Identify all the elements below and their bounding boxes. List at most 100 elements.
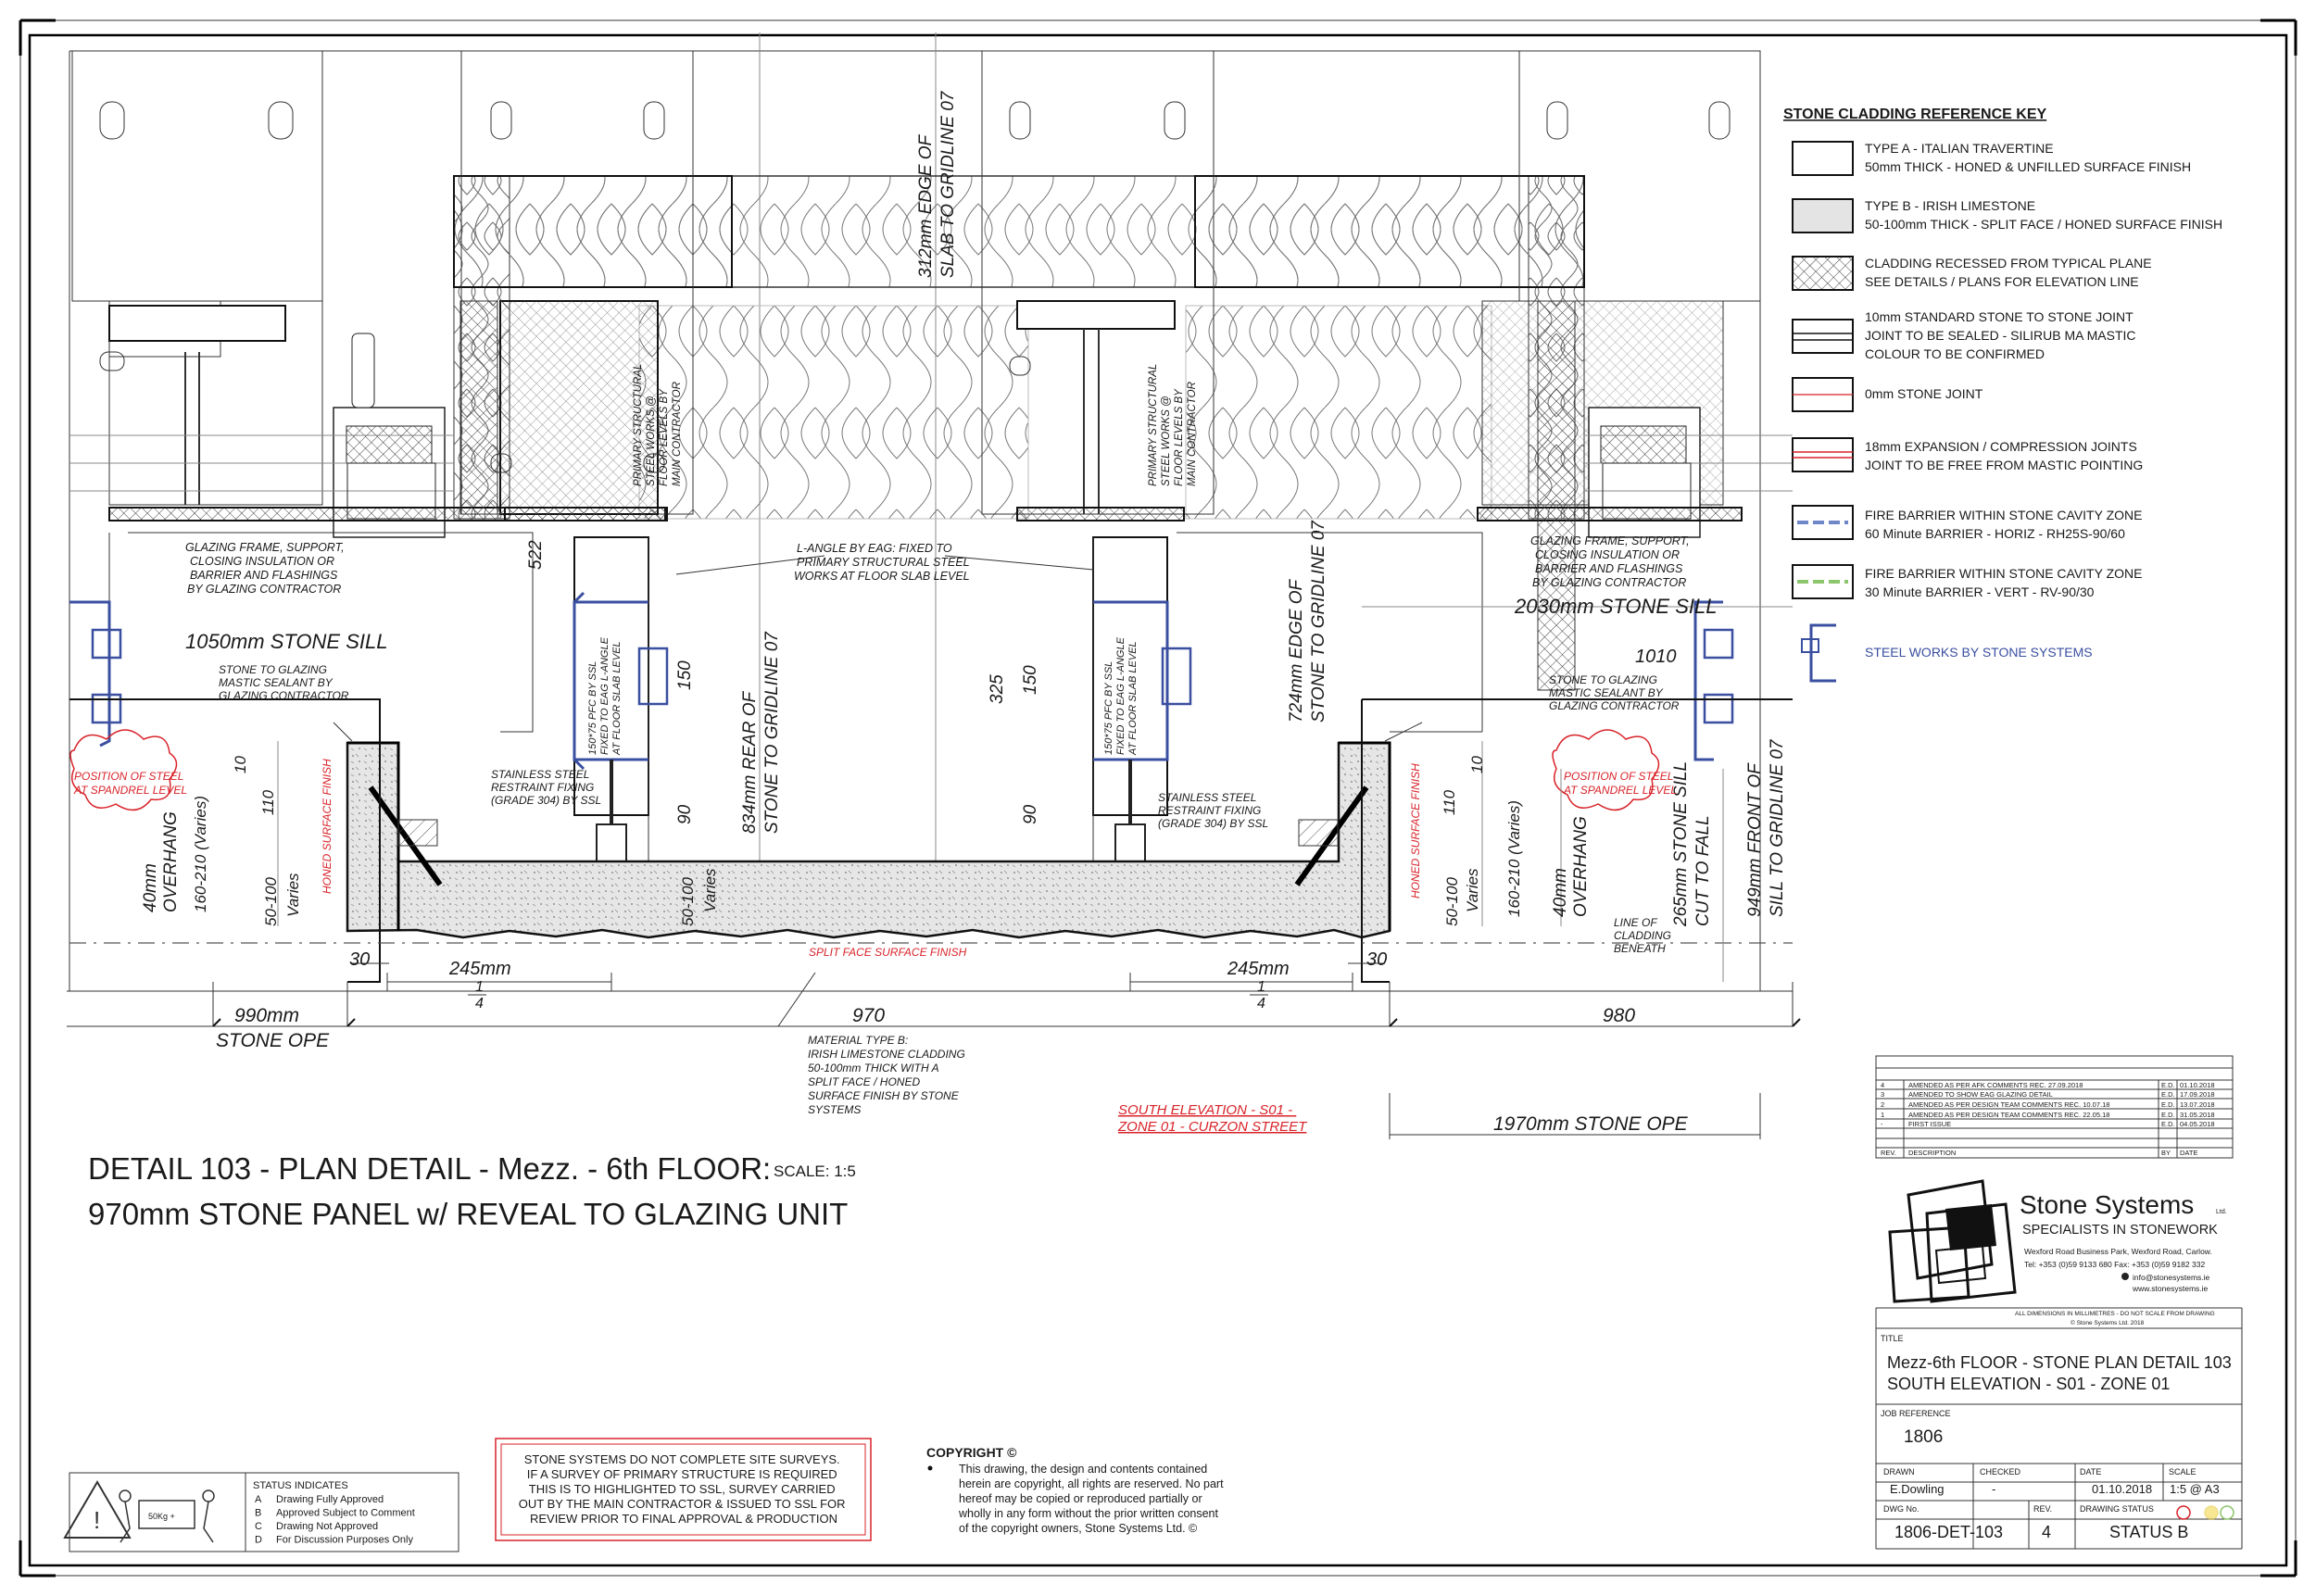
note-pfc-right: 150*75 PFC BY SSL FIXED TO EAG L-ANGLE A… [1103,635,1139,756]
quarter-right-num: 1 [1257,979,1265,995]
dim-834-line1: 834mm REAR OF [740,691,760,834]
dim-overhang-left-1: 40mm [141,863,160,912]
legend-item-4: 10mm STANDARD STONE TO STONE JOINT JOINT… [1865,309,2139,361]
revision-rev-2: 3 [1881,1090,1884,1099]
title-block: TITLE Mezz-6th FLOOR - STONE PLAN DETAIL… [1875,1307,2243,1550]
dim-overhang-left-2: OVERHANG [161,811,181,912]
primary-steel-middle-right [981,50,1215,515]
dim-110-left: 110 [259,789,277,815]
legend-item-7: FIRE BARRIER WITHIN STONE CAVITY ZONE 60… [1865,508,2146,541]
company-web: www.stonesystems.ie [2132,1284,2209,1293]
legend-item-1: TYPE A - ITALIAN TRAVERTINE 50mm THICK -… [1865,141,2191,174]
note-honed-left: HONED SURFACE FINISH [321,759,334,894]
note-south-elevation: SOUTH ELEVATION - S01 - ZONE 01 - CURZON… [1117,1102,1308,1135]
note-restraint-left: STAINLESS STEEL RESTRAINT FIXING (GRADE … [491,768,601,807]
job-reference: 1806 [1904,1427,1943,1447]
dim-90-left: 90 [675,804,695,824]
note-position-steel-left: POSITION OF STEEL AT SPANDREL LEVEL [73,770,187,797]
status-desc-a: Drawing Fully Approved [276,1494,384,1505]
copyright-text: This drawing, the design and contents co… [958,1463,1227,1535]
dwg-number: 1806-DET-103 [1894,1523,2003,1541]
dim-949-line2: SILL TO GRIDLINE 07 [1768,738,1787,917]
survey-notice: STONE SYSTEMS DO NOT COMPLETE SITE SURVE… [495,1438,872,1541]
rev-header-date: DATE [2180,1149,2197,1157]
revision-desc-2: AMENDED TO SHOW EAG GLAZING DETAIL [1908,1090,2053,1099]
status-value: STATUS B [2109,1523,2188,1541]
detail-title: DETAIL 103 - PLAN DETAIL - Mezz. - 6th F… [88,1151,856,1231]
dim-2030-sill: 2030mm STONE SILL [1514,595,1717,618]
company-name: Stone Systems [2020,1190,2194,1219]
revision-desc-5: FIRST ISSUE [1908,1120,1951,1128]
dim-265-line1: 265mm STONE SILL [1671,761,1691,927]
note-line-cladding: LINE OF CLADDING BENEATH [1614,916,1674,955]
svg-text:!: ! [94,1506,100,1534]
title-line2: SOUTH ELEVATION - S01 - ZONE 01 [1887,1375,2170,1393]
status-desc-c: Drawing Not Approved [276,1521,378,1532]
company-email: info@stonesystems.ie [2133,1273,2210,1282]
status-desc-b: Approved Subject to Comment [276,1508,415,1519]
position-steel-cloud-left [69,729,178,811]
primary-steel-middle-left [460,50,694,515]
note-glazing-right: GLAZING FRAME, SUPPORT, CLOSING INSULATI… [1530,534,1693,589]
detail-title-line1: DETAIL 103 - PLAN DETAIL - Mezz. - 6th F… [88,1151,771,1186]
scale-value: 1:5 @ A3 [2170,1482,2220,1496]
legend-item-8: FIRE BARRIER WITHIN STONE CAVITY ZONE 30… [1865,566,2146,599]
status-label: DRAWING STATUS [2080,1504,2154,1514]
dim-overhang-right-2: OVERHANG [1571,816,1591,917]
note-split-face: SPLIT FACE SURFACE FINISH [809,946,967,959]
revision-date-5: 04.05.2018 [2180,1120,2215,1128]
dim-10-left: 10 [232,756,249,773]
revision-date-2: 17.09.2018 [2180,1090,2215,1099]
note-pfc-left: 150*75 PFC BY SSL FIXED TO EAG L-ANGLE A… [587,635,623,756]
dim-245-right: 245mm [1227,959,1290,979]
status-light-red [2176,1505,2191,1520]
quarter-right-den: 4 [1257,996,1265,1012]
revision-date-1: 01.10.2018 [2180,1081,2215,1089]
date-label: DATE [2080,1467,2101,1477]
svg-text:40mm OVERHANG: 40mm OVERHANG [1551,816,1591,917]
dim-990: 990mm [234,1005,299,1026]
note-primary-steel-left: PRIMARY STRUCTURAL STEEL WORKS @ FLOOR L… [633,361,683,486]
dim-949-line1: 949mm FRONT OF [1745,762,1765,917]
note-position-steel-right: POSITION OF STEEL AT SPANDREL LEVEL [1563,770,1677,797]
dim-724-line1: 724mm EDGE OF [1287,578,1306,723]
dim-varies-mid: Varies [701,868,719,912]
steel-edge-left [69,600,122,748]
swatch-18mm-joint [1792,437,1854,472]
legend-item-3: CLADDING RECESSED FROM TYPICAL PLANE SEE… [1865,256,2156,289]
company-tel: Tel: +353 (0)59 9133 680 Fax: +353 (0)59… [2024,1260,2205,1269]
svg-text:724mm EDGE OF STONE TO G: 724mm EDGE OF STONE TO GRIDLINE 07 [1287,520,1328,723]
dim-325: 325 [988,674,1007,704]
svg-text:265mm STONE SILL CUT TO: 265mm STONE SILL CUT TO FALL [1671,757,1713,927]
revision-rev-3: 2 [1881,1100,1884,1109]
note-restraint-right: STAINLESS STEEL RESTRAINT FIXING (GRADE … [1158,791,1268,830]
dim-1970-ope: 1970mm STONE OPE [1493,1113,1689,1135]
survey-notice-text: STONE SYSTEMS DO NOT COMPLETE SITE SURVE… [519,1452,849,1526]
dim-245-left: 245mm [448,959,511,979]
status-light-yellow [2204,1505,2219,1520]
scale-label: SCALE [2169,1467,2196,1477]
company-block: Stone Systems Ltd. SPECIALISTS IN STONEW… [1888,1179,2227,1326]
dim-50-100-right: 50-100 [1443,877,1461,926]
dim-150-left: 150 [675,660,695,690]
steel-edge-right [1693,600,1734,761]
swatch-type-a [1792,141,1854,176]
rev-value: 4 [2042,1523,2051,1541]
note-material: MATERIAL TYPE B: IRISH LIMESTONE CLADDIN… [808,1034,968,1116]
drawing-annotations: 312mm EDGE OF SLAB TO GRIDLINE 07 834mm … [73,90,1787,1135]
revision-by-5: E.D. [2161,1120,2175,1128]
detail-title-line2: 970mm STONE PANEL w/ REVEAL TO GLAZING U… [88,1197,848,1231]
dim-50-100-left: 50-100 [262,877,280,926]
copyright-notice: COPYRIGHT © This drawing, the design and… [926,1445,1227,1535]
plan-section [67,32,1801,1139]
dim-90-right: 90 [1021,804,1040,824]
dim-stone-ope-left: STONE OPE [216,1030,330,1051]
svg-text:40mm OVERHANG: 40mm OVERHANG [141,811,181,912]
revision-rev-4: 1 [1881,1111,1884,1119]
checked-value: - [1992,1482,1995,1496]
swatch-type-b [1792,198,1854,233]
note-honed-right: HONED SURFACE FINISH [1409,763,1422,899]
dim-overhang-right-1: 40mm [1551,868,1570,917]
